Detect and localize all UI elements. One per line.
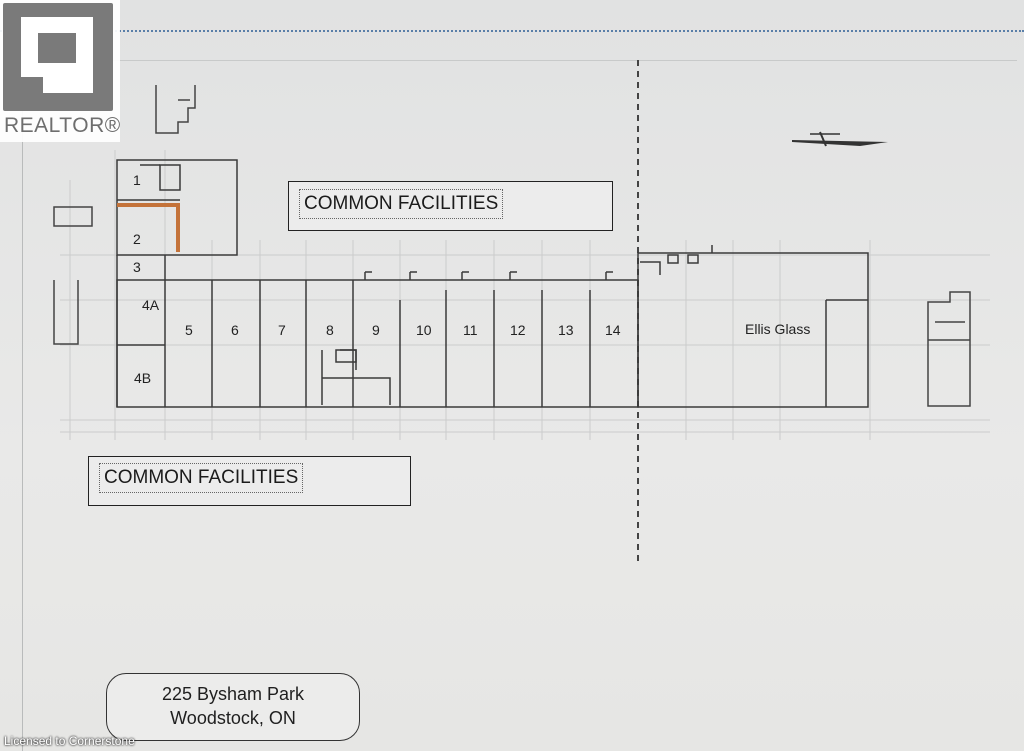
unit-label-8: 8: [326, 322, 334, 338]
realtor-watermark: REALTOR®: [0, 0, 120, 142]
unit-label-7: 7: [278, 322, 286, 338]
unit-label-3: 3: [133, 259, 141, 275]
address-box: 225 Bysham Park Woodstock, ON: [106, 673, 360, 741]
common-facilities-top-label: COMMON FACILITIES: [299, 189, 504, 219]
common-facilities-bottom: COMMON FACILITIES: [88, 456, 411, 506]
main-building: [116, 271, 639, 408]
page-edge-dotted-line: [0, 30, 1024, 32]
address-line-1: 225 Bysham Park: [161, 684, 305, 704]
outbuilding-right: [927, 291, 971, 407]
unit-label-10: 10: [416, 322, 432, 338]
unit-label-1: 1: [133, 172, 141, 188]
common-facilities-bottom-label: COMMON FACILITIES: [99, 463, 304, 493]
license-credit: Licensed to Cornerstone: [4, 734, 135, 748]
office-block: [116, 159, 238, 280]
address-line-2: Woodstock, ON: [170, 708, 296, 728]
unit-label-9: 9: [372, 322, 380, 338]
unit-label-12: 12: [510, 322, 526, 338]
realtor-wordmark: REALTOR®: [4, 114, 121, 137]
common-facilities-top: COMMON FACILITIES: [288, 181, 613, 231]
unit-label-11: 11: [463, 322, 478, 338]
realtor-logo-icon: [3, 3, 113, 111]
unit-label-6: 6: [231, 322, 239, 338]
north-arrow-icon: [792, 131, 888, 147]
unit-label-13: 13: [558, 322, 574, 338]
unit-label-2: 2: [133, 231, 141, 247]
highlighted-unit-outline: [117, 203, 180, 252]
outbuilding-left: [53, 206, 93, 345]
unit-label-4a: 4A: [142, 297, 160, 313]
plan-sheet: [22, 60, 1017, 751]
outbuilding-top: [155, 85, 196, 134]
unit-label-5: 5: [185, 322, 193, 338]
ellis-glass-building: [637, 245, 869, 408]
tenant-label: Ellis Glass: [745, 321, 811, 337]
unit-label-4b: 4B: [134, 370, 152, 386]
unit-label-14: 14: [605, 322, 621, 338]
